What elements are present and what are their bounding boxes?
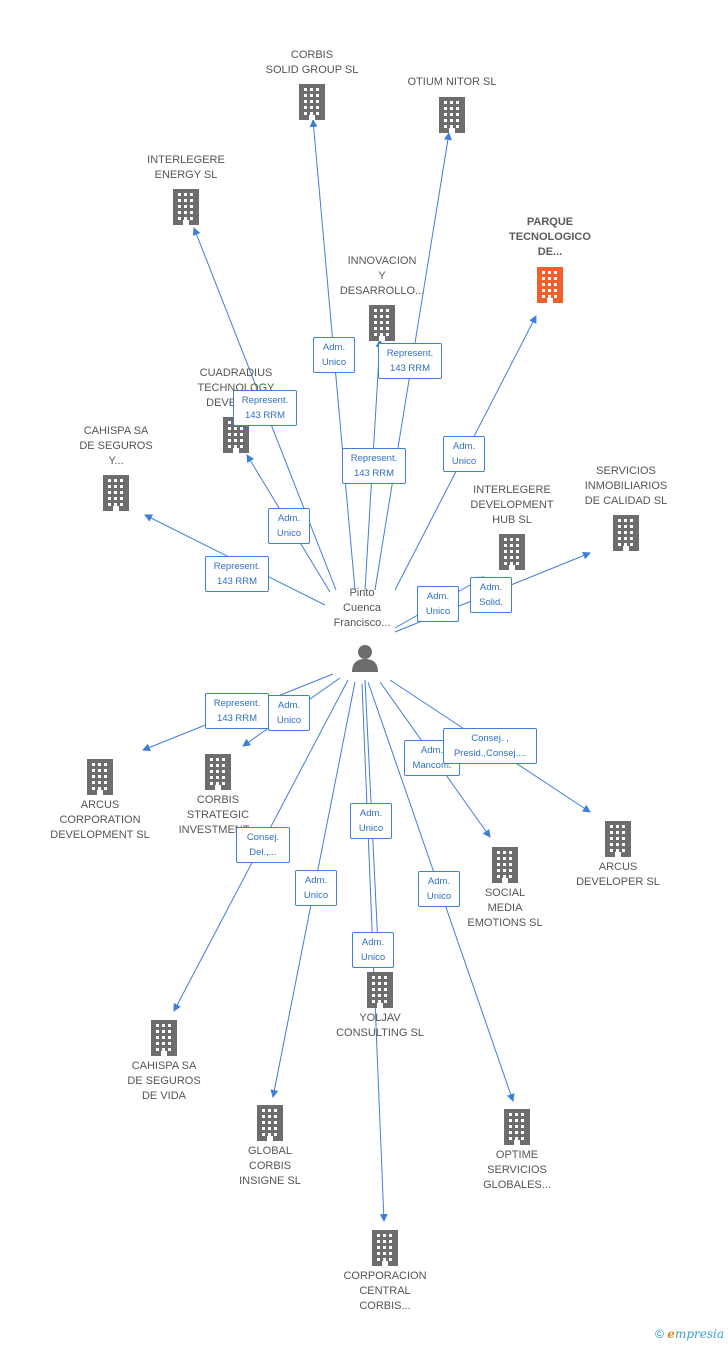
- company-label: OPTIME SERVICIOS GLOBALES...: [483, 1149, 551, 1191]
- building-icon: [439, 97, 465, 133]
- person-icon: [352, 645, 378, 672]
- building-icon: [605, 821, 631, 857]
- company-label: SERVICIOS INMOBILIARIOS DE CALIDAD SL: [584, 465, 668, 507]
- building-icon: [369, 305, 395, 341]
- company-label: INNOVACION Y DESARROLLO...: [339, 255, 425, 297]
- building-icon: [504, 1109, 530, 1145]
- brand-logo[interactable]: empresia: [667, 1327, 724, 1341]
- building-icon: [299, 84, 325, 120]
- building-icon: [103, 475, 129, 511]
- relation-label[interactable]: Adm. Unico: [417, 586, 459, 622]
- relation-label[interactable]: Represent. 143 RRM: [342, 448, 406, 484]
- relation-label[interactable]: Adm. Unico: [295, 870, 337, 906]
- company-label: CAHISPA SA DE SEGUROS Y...: [79, 425, 153, 467]
- company-label: ARCUS DEVELOPER SL: [576, 861, 660, 888]
- relation-label[interactable]: Consej. , Presid.,Consej....: [443, 728, 537, 764]
- relation-label[interactable]: Adm. Unico: [268, 695, 310, 731]
- building-icon: [173, 189, 199, 225]
- building-icon: [367, 972, 393, 1008]
- relation-label[interactable]: Represent. 143 RRM: [205, 556, 269, 592]
- building-icon: [205, 754, 231, 790]
- relation-label[interactable]: Adm. Unico: [313, 337, 355, 373]
- company-label: PARQUE TECNOLOGICO DE...: [509, 216, 591, 258]
- building-icon: [492, 847, 518, 883]
- person-label: Pinto Cuenca Francisco...: [333, 587, 391, 629]
- relation-label[interactable]: Represent. 143 RRM: [233, 390, 297, 426]
- building-icon: [257, 1105, 283, 1141]
- building-icon: [537, 267, 563, 303]
- relation-label[interactable]: Adm. Unico: [350, 803, 392, 839]
- company-label: OTIUM NITOR SL: [407, 76, 497, 88]
- company-label: CORBIS SOLID GROUP SL: [265, 49, 359, 76]
- copyright-symbol: ©: [655, 1327, 664, 1341]
- relation-label[interactable]: Consej. Del.,...: [236, 827, 290, 863]
- company-label: SOCIAL MEDIA EMOTIONS SL: [467, 887, 543, 929]
- building-icon: [499, 534, 525, 570]
- company-label: YOLJAV CONSULTING SL: [336, 1012, 424, 1039]
- company-label: INTERLEGERE ENERGY SL: [147, 154, 225, 181]
- company-label: CORPORACION CENTRAL CORBIS...: [343, 1270, 427, 1312]
- relation-label[interactable]: Adm. Unico: [268, 508, 310, 544]
- relation-label[interactable]: Adm. Unico: [418, 871, 460, 907]
- relation-label[interactable]: Adm. Solid.: [470, 577, 512, 613]
- relation-label[interactable]: Represent. 143 RRM: [378, 343, 442, 379]
- relation-label[interactable]: Adm. Unico: [443, 436, 485, 472]
- relation-label[interactable]: Adm. Unico: [352, 932, 394, 968]
- building-icon: [372, 1230, 398, 1266]
- company-label: INTERLEGERE DEVELOPMENT HUB SL: [470, 484, 554, 526]
- building-icon: [151, 1020, 177, 1056]
- company-label: ARCUS CORPORATION DEVELOPMENT SL: [50, 799, 150, 841]
- relation-label[interactable]: Represent. 143 RRM: [205, 693, 269, 729]
- building-icon: [613, 515, 639, 551]
- footer-brand: © empresia: [655, 1327, 724, 1341]
- company-label: CAHISPA SA DE SEGUROS DE VIDA: [127, 1060, 201, 1102]
- company-label: GLOBAL CORBIS INSIGNE SL: [239, 1145, 301, 1187]
- building-icon: [87, 759, 113, 795]
